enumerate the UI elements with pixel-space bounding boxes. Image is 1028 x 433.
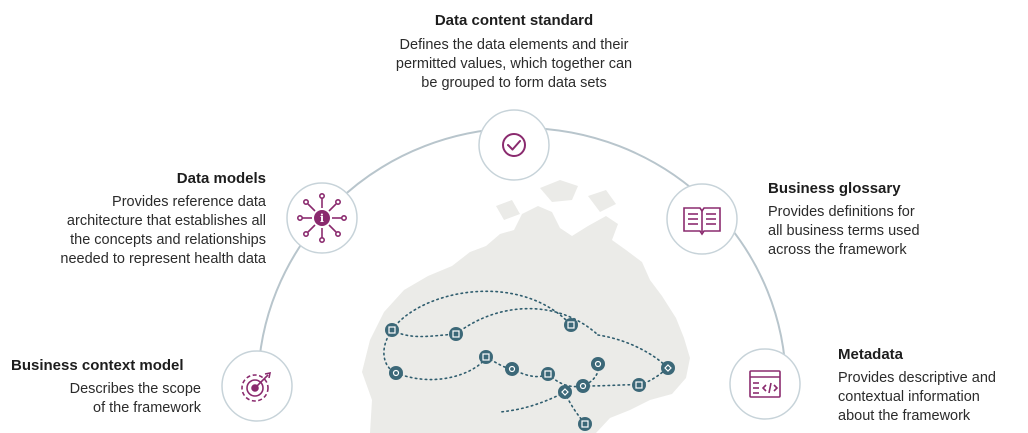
gear-target-icon: [241, 371, 272, 402]
network-node-icon: [479, 350, 493, 364]
data-content-standard-title: Data content standard: [434, 12, 594, 29]
open-book-icon: [683, 207, 721, 236]
business-context-model-title: Business context model: [11, 357, 184, 374]
network-node-icon: [449, 327, 463, 341]
data-models-description: Provides reference data architecture tha…: [60, 194, 266, 267]
map-node-glyphs: [388, 321, 672, 428]
data-content-standard-node: [478, 109, 550, 181]
network-info-icon: [296, 193, 347, 244]
network-node-icon: [576, 379, 590, 393]
business-context-model-node: [221, 350, 293, 422]
metadata-node: [729, 348, 801, 420]
network-node-icon: [505, 362, 519, 376]
business-glossary-node: [666, 183, 738, 255]
network-node-icon: [632, 378, 646, 392]
svg-text:i: i: [320, 212, 324, 225]
canada-map: [362, 180, 690, 433]
data-models-title: Data models: [176, 170, 266, 187]
network-node-icon: [558, 385, 572, 399]
network-node-icon: [591, 357, 605, 371]
network-node-icon: [389, 366, 403, 380]
code-document-icon: [749, 370, 781, 398]
business-glossary-title: Business glossary: [768, 180, 901, 197]
metadata-title: Metadata: [838, 346, 904, 363]
data-models-node: i: [286, 182, 358, 254]
checkmark-icon: [502, 133, 526, 157]
business-glossary-description: Provides definitions for all business te…: [768, 204, 920, 258]
network-node-icon: [541, 367, 555, 381]
network-node-icon: [564, 318, 578, 332]
network-node-icon: [661, 361, 675, 375]
network-node-icon: [578, 417, 592, 431]
network-node-icon: [385, 323, 399, 337]
business-context-model-description: Describes the scope of the framework: [69, 381, 201, 416]
data-content-standard-description: Defines the data elements and their perm…: [395, 37, 633, 91]
metadata-description: Provides descriptive and contextual info…: [838, 370, 996, 424]
